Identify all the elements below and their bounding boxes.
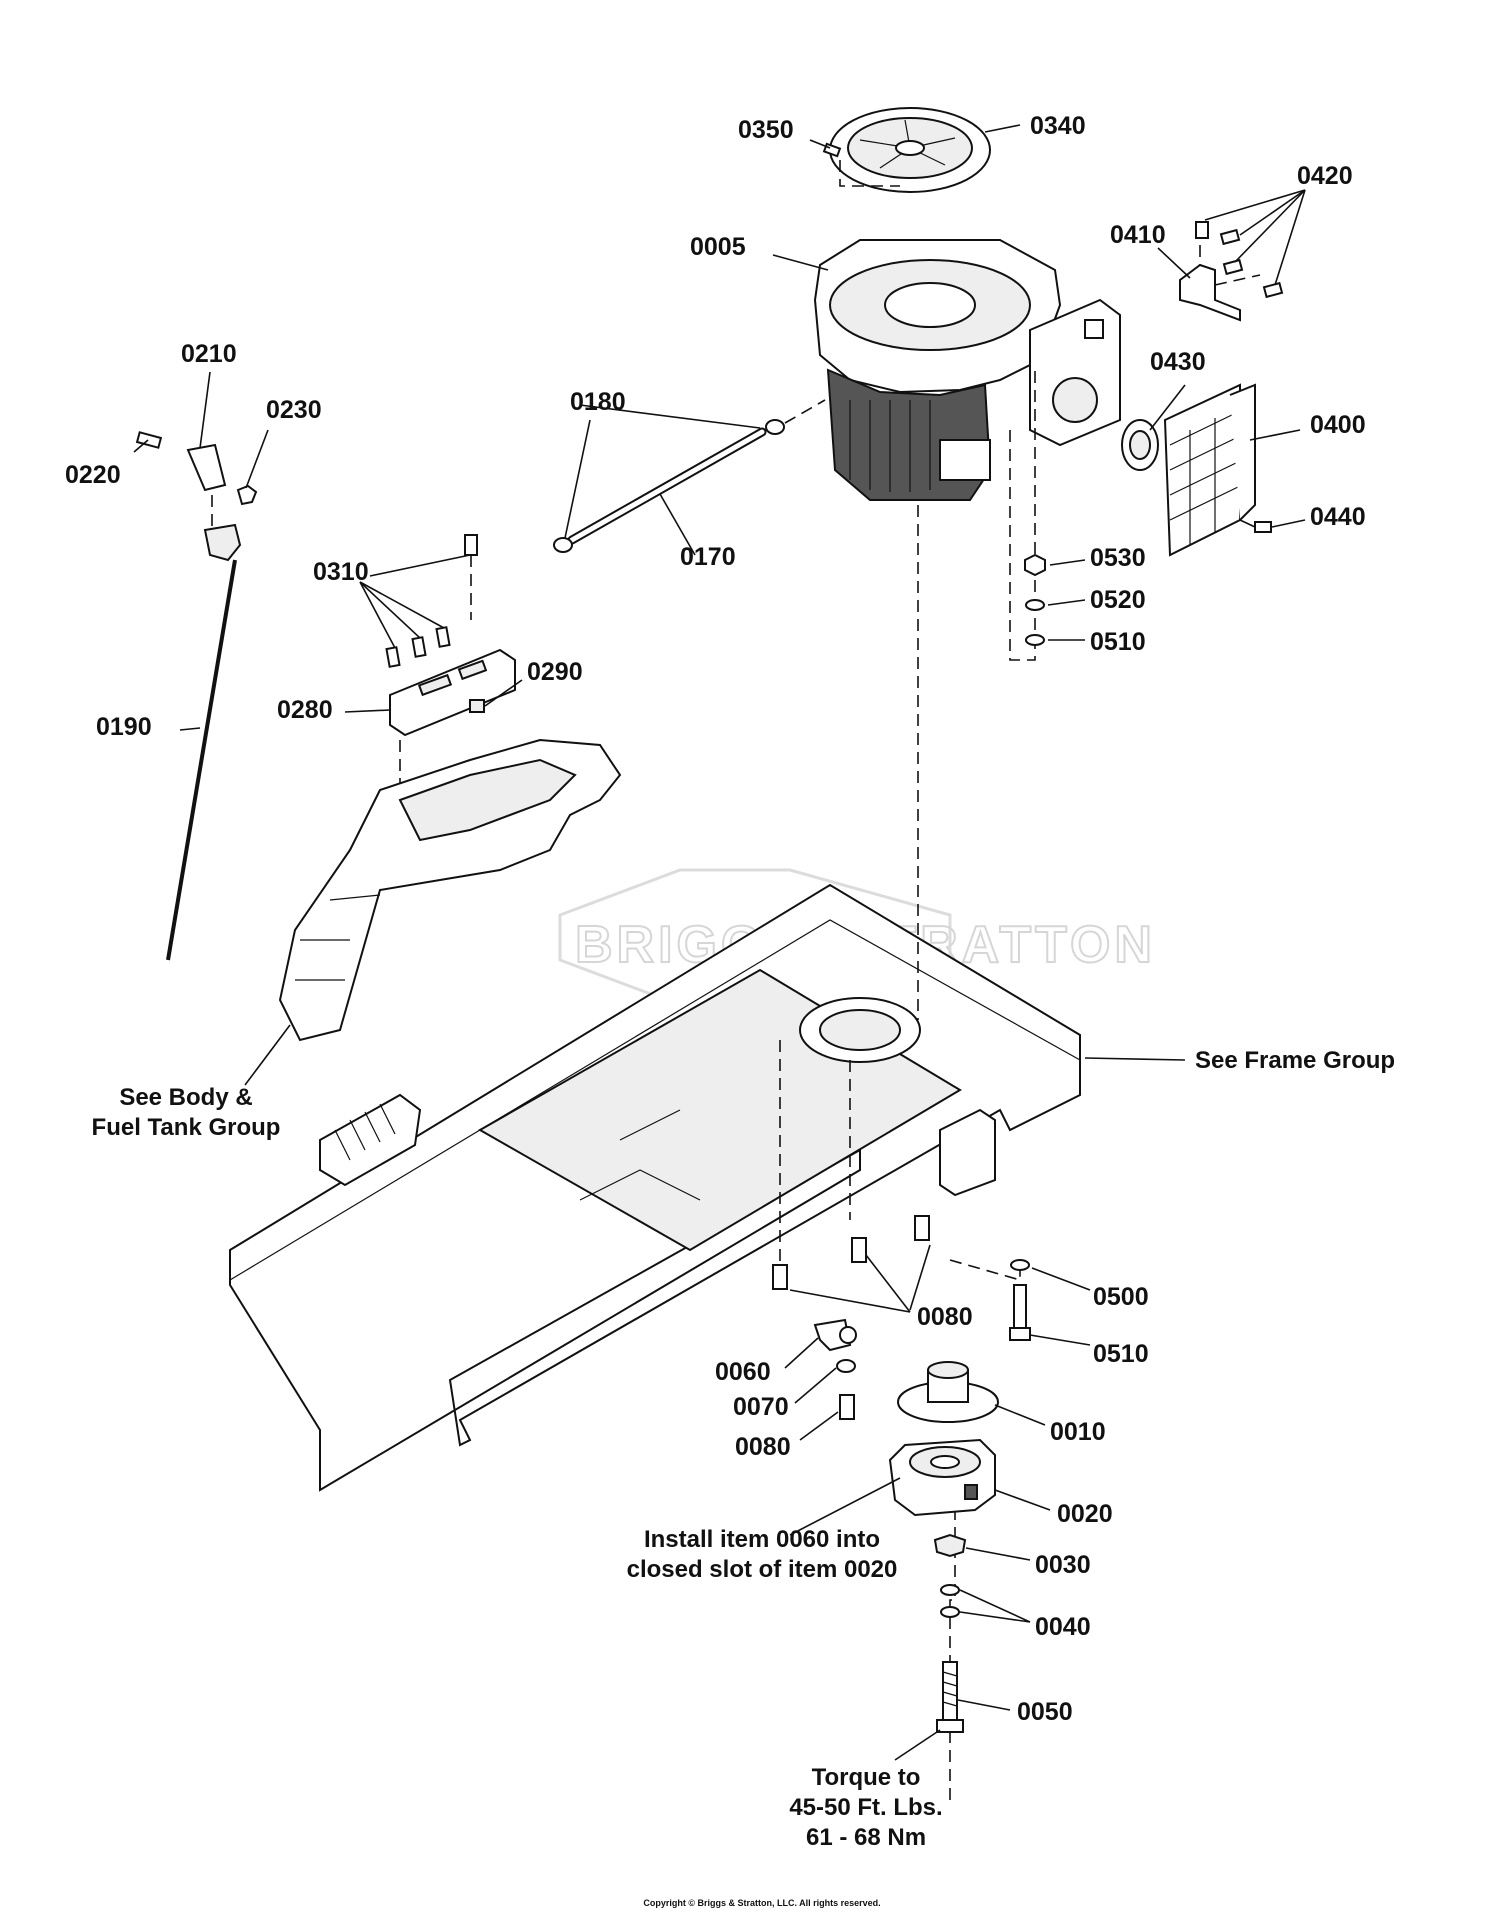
dash-plate-0280 xyxy=(389,648,516,737)
callout-0310: 0310 xyxy=(313,558,369,586)
adapter-0030 xyxy=(933,1533,967,1558)
bolt-0500-0510 xyxy=(1009,1259,1031,1341)
callout-0180: 0180 xyxy=(570,388,626,416)
callout-0050: 0050 xyxy=(1017,1698,1073,1726)
callout-0190: 0190 xyxy=(96,713,152,741)
bolts-0080 xyxy=(772,1215,930,1420)
callout-0010: 0010 xyxy=(1050,1418,1106,1446)
callout-0220: 0220 xyxy=(65,461,121,489)
washer-0070 xyxy=(836,1359,856,1373)
callout-0280: 0280 xyxy=(277,696,333,724)
clip-0290 xyxy=(469,699,485,713)
callout-0430: 0430 xyxy=(1150,348,1206,376)
callout-0030: 0030 xyxy=(1035,1551,1091,1579)
hose-clamps-0180 xyxy=(553,399,826,553)
bolt-0050 xyxy=(936,1661,964,1733)
screw-0440 xyxy=(1239,519,1272,533)
muffler-guard-0400 xyxy=(1163,383,1256,557)
note-torque-line3: 61 - 68 Nm xyxy=(806,1824,926,1851)
callout-0080-upper: 0080 xyxy=(917,1303,973,1331)
throttle-lever-0210 xyxy=(135,431,258,562)
pto-clutch-0020 xyxy=(888,1438,996,1517)
callout-0530: 0530 xyxy=(1090,544,1146,572)
note-body-line2: Fuel Tank Group xyxy=(92,1114,281,1141)
callout-0510-upper: 0510 xyxy=(1090,628,1146,656)
screws-0310 xyxy=(385,534,478,668)
callout-0500: 0500 xyxy=(1093,1283,1149,1311)
callout-0210: 0210 xyxy=(181,340,237,368)
callout-0520: 0520 xyxy=(1090,586,1146,614)
callout-0060: 0060 xyxy=(715,1358,771,1386)
bracket-0060 xyxy=(813,1318,857,1352)
body-fender xyxy=(278,738,622,1042)
throttle-rod-0190 xyxy=(166,559,237,961)
bolts-0420 xyxy=(1195,221,1284,299)
note-install-line2: closed slot of item 0020 xyxy=(627,1556,898,1583)
note-frame-group: See Frame Group xyxy=(1195,1047,1395,1074)
callout-0510-lower: 0510 xyxy=(1093,1340,1149,1368)
leader-lines xyxy=(133,124,1306,1761)
callout-0170: 0170 xyxy=(680,543,736,571)
engine-0005 xyxy=(813,239,1121,501)
note-install-line1: Install item 0060 into xyxy=(644,1526,880,1553)
callout-0420: 0420 xyxy=(1297,162,1353,190)
hardware-stack-0510-0530 xyxy=(1009,370,1046,661)
callout-0080-lower: 0080 xyxy=(735,1433,791,1461)
bracket-0410 xyxy=(1179,245,1261,322)
bolt-guide-right xyxy=(949,1259,1021,1282)
callout-0230: 0230 xyxy=(266,396,322,424)
washers-0040 xyxy=(940,1584,960,1618)
callout-0070: 0070 xyxy=(733,1393,789,1421)
fuel-line-0170 xyxy=(567,427,767,545)
muffler-cap-0430 xyxy=(1121,419,1159,471)
callout-0350: 0350 xyxy=(738,116,794,144)
callout-labels: 0350 0340 0420 0410 0005 0430 0400 0440 … xyxy=(65,112,1366,1726)
blower-cover-0340 xyxy=(829,107,991,193)
callout-0005: 0005 xyxy=(690,233,746,261)
callout-0440: 0440 xyxy=(1310,503,1366,531)
chassis-frame xyxy=(229,883,1081,1492)
callout-0410: 0410 xyxy=(1110,221,1166,249)
note-torque-line1: Torque to xyxy=(812,1764,921,1791)
callout-0020: 0020 xyxy=(1057,1500,1113,1528)
copyright-text: Copyright © Briggs & Stratton, LLC. All … xyxy=(643,1898,880,1908)
callout-0400: 0400 xyxy=(1310,411,1366,439)
note-torque-line2: 45-50 Ft. Lbs. xyxy=(789,1794,942,1821)
pulley-0010 xyxy=(897,1361,999,1423)
callout-0340: 0340 xyxy=(1030,112,1086,140)
note-body-line1: See Body & xyxy=(119,1084,252,1111)
callout-0290: 0290 xyxy=(527,658,583,686)
callout-0040: 0040 xyxy=(1035,1613,1091,1641)
notes: See Body & Fuel Tank Group See Frame Gro… xyxy=(92,1047,1396,1851)
